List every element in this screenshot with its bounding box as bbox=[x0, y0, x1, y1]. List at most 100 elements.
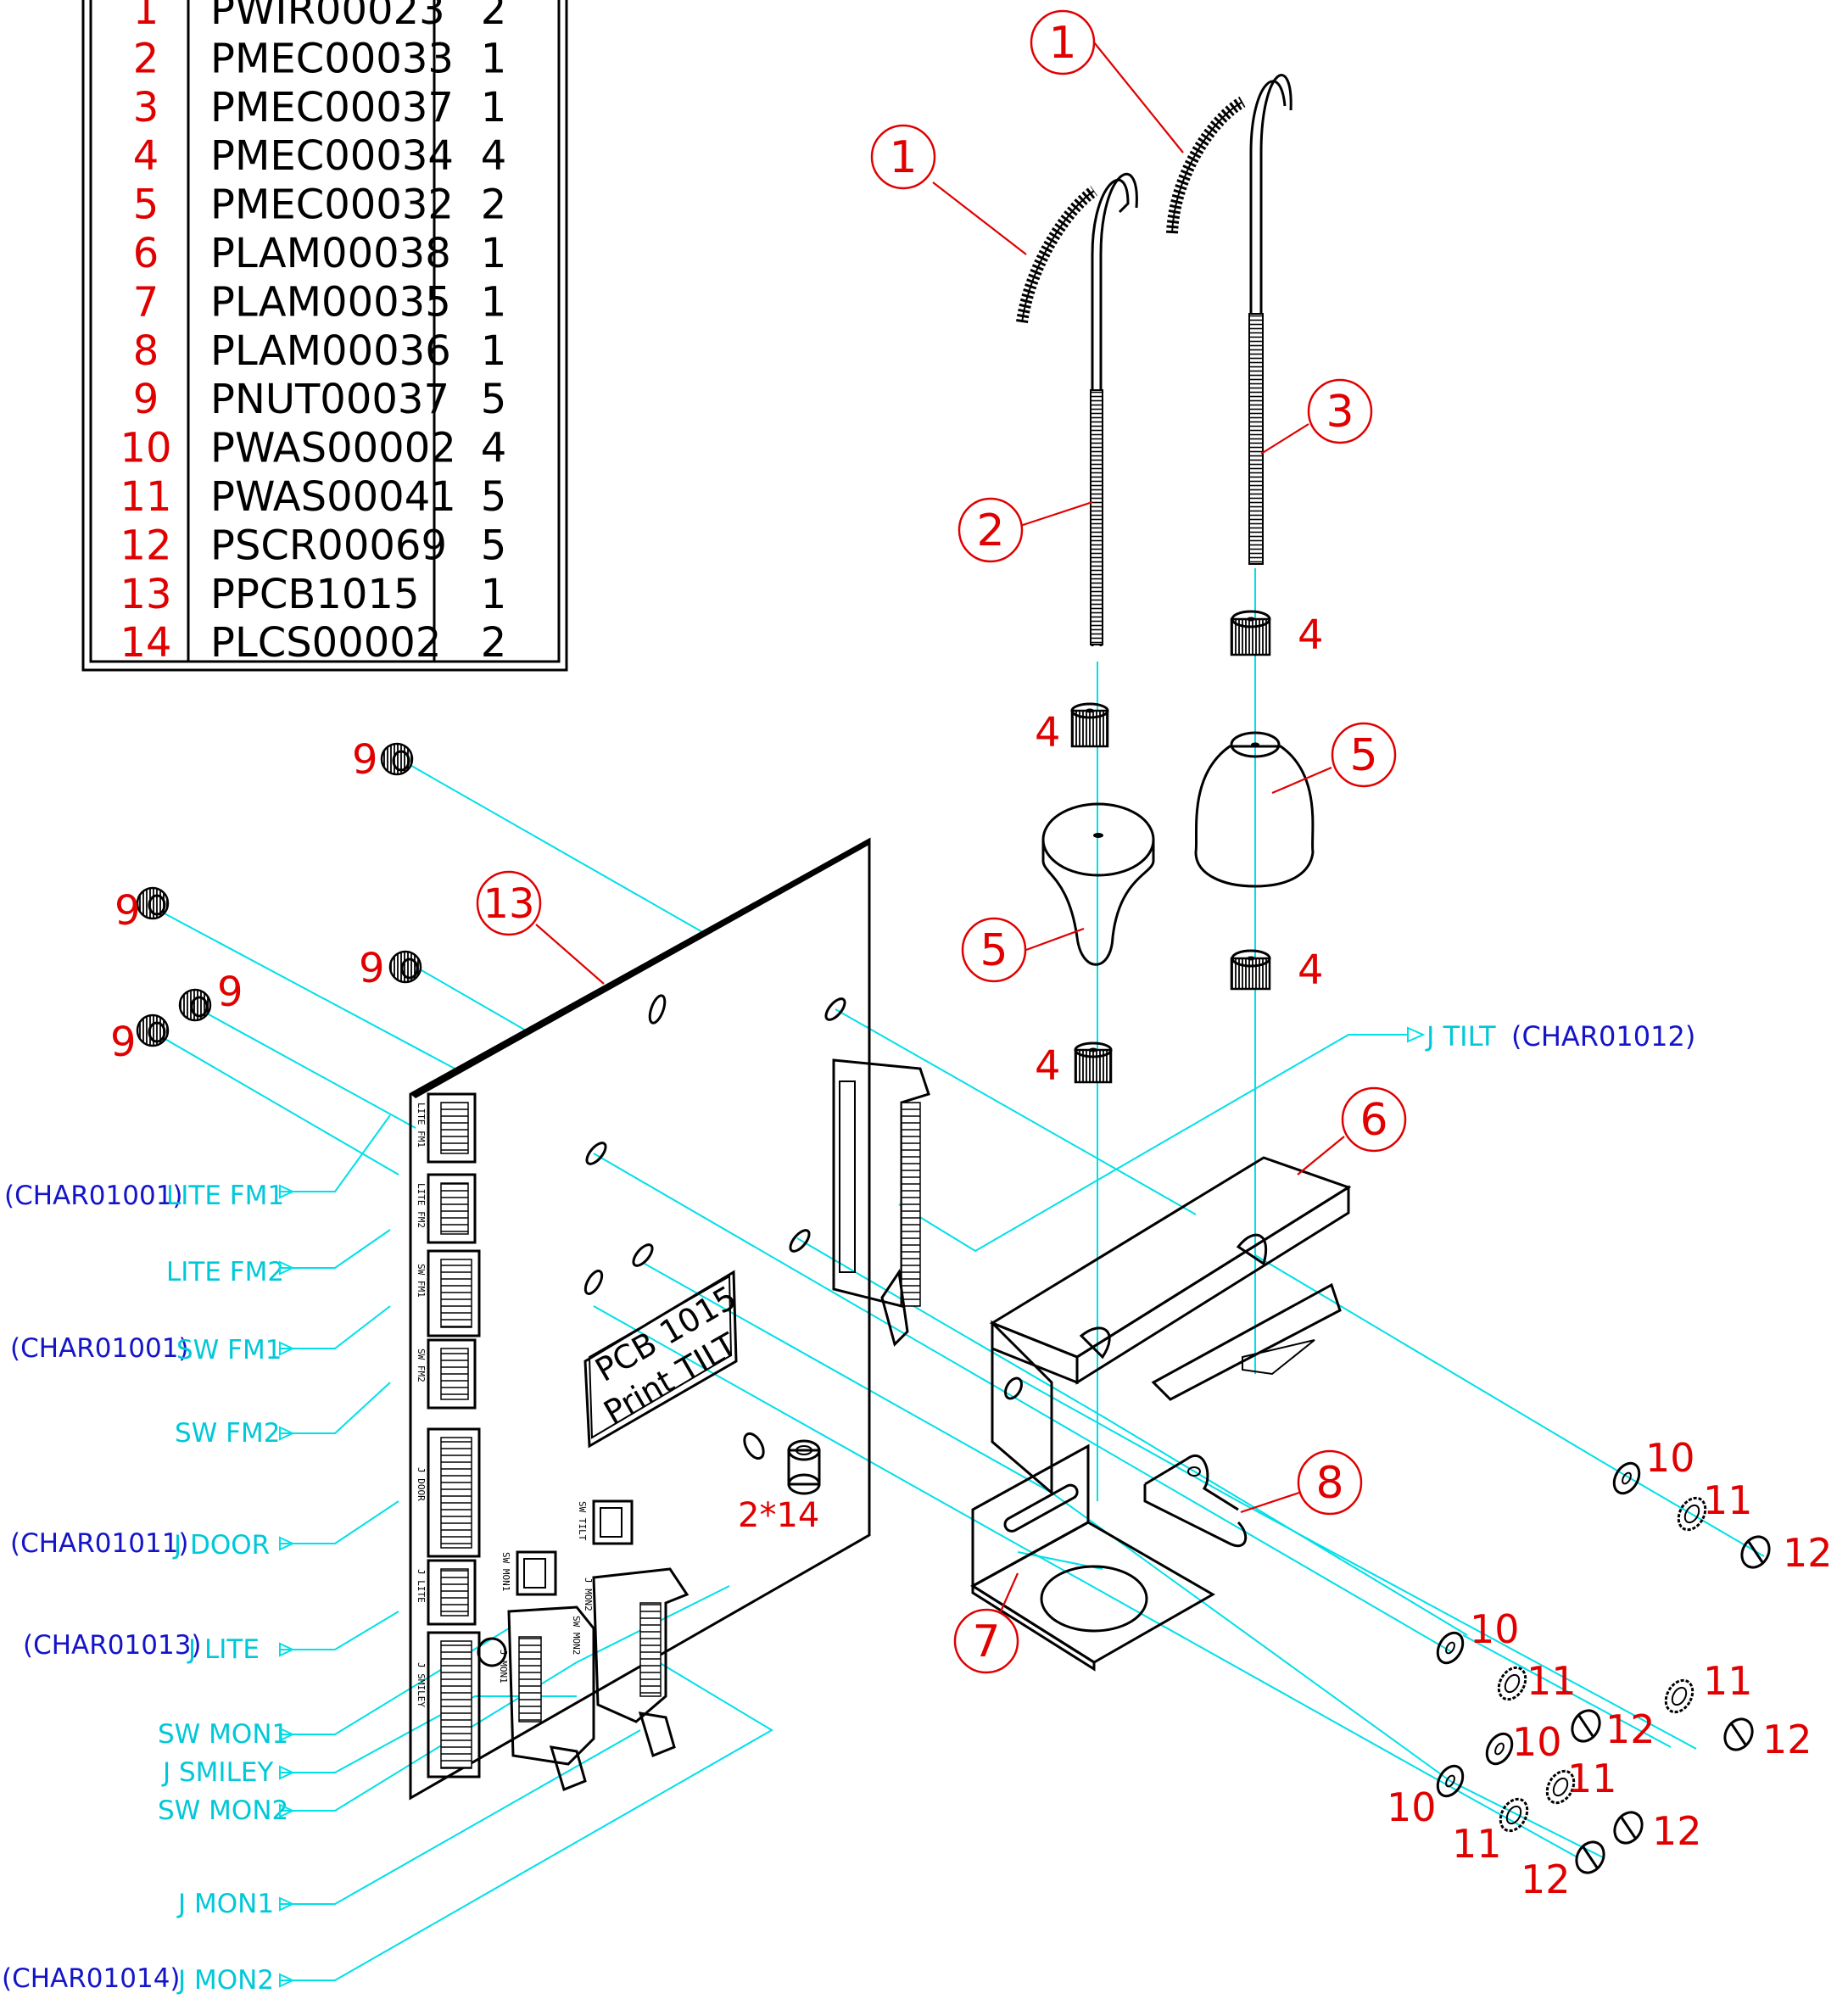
knurled-nut-4b bbox=[1230, 610, 1271, 656]
bom-item-number: 6 bbox=[133, 230, 159, 277]
bom-item-number: 3 bbox=[133, 84, 159, 131]
label-9a: 9 bbox=[352, 736, 378, 784]
nut-9c bbox=[388, 950, 422, 984]
label-11d: 11 bbox=[1567, 1756, 1617, 1801]
bom-part-number: PLAM00035 bbox=[210, 278, 451, 326]
nut-9d bbox=[178, 988, 212, 1022]
label-10c: 10 bbox=[1512, 1719, 1562, 1765]
bom-item-number: 8 bbox=[133, 327, 159, 375]
bom-item-number: 12 bbox=[120, 522, 171, 569]
bom-quantity: 1 bbox=[481, 571, 507, 618]
knurled-nut-4a bbox=[1070, 702, 1109, 748]
pcb-board: PCB 1015 Print TILT LITE FM1 LITE FM2 SW… bbox=[409, 837, 930, 1801]
j-mon2-label: J MON2 bbox=[176, 1965, 274, 1996]
bom-quantity: 1 bbox=[481, 327, 507, 375]
label-11b: 11 bbox=[1527, 1658, 1577, 1704]
j-smiley-label: J SMILEY bbox=[161, 1757, 273, 1788]
bubble-5b: 5 bbox=[1349, 730, 1377, 781]
pcb-label: PCB 1015 Print TILT bbox=[583, 1270, 744, 1449]
bubble-13: 13 bbox=[483, 880, 534, 928]
nut-9b bbox=[136, 886, 170, 920]
label-10a: 10 bbox=[1645, 1435, 1695, 1481]
label-2x14: 2*14 bbox=[738, 1496, 819, 1535]
bom-item-number: 9 bbox=[133, 376, 159, 423]
label-12a: 12 bbox=[1783, 1530, 1833, 1576]
j-mon2-ref: (CHAR01014) bbox=[2, 1963, 181, 1994]
cone-knob-5a bbox=[1041, 802, 1155, 966]
label-4d: 4 bbox=[1035, 1042, 1061, 1090]
bom-quantity: 4 bbox=[481, 132, 507, 180]
silk-j-mon1: J MON1 bbox=[498, 1650, 509, 1684]
bubble-3: 3 bbox=[1326, 387, 1354, 438]
bom-row: 7 PLAM00035 1 bbox=[133, 278, 507, 326]
switch-connectors: SW TILT SW MON1 J MON1 J MON2 SW MON2 bbox=[498, 1499, 690, 1792]
silk-sw-fm1: SW FM1 bbox=[416, 1264, 427, 1298]
washer-10d bbox=[1436, 1764, 1465, 1798]
bom-item-number: 14 bbox=[120, 619, 171, 667]
washer-11a bbox=[1677, 1496, 1707, 1532]
silk-j-door: J DOOR bbox=[416, 1467, 427, 1501]
bom-item-number: 7 bbox=[133, 278, 159, 326]
bom-quantity: 1 bbox=[481, 84, 507, 131]
bom-item-number: 1 bbox=[133, 0, 159, 34]
bom-part-number: PPCB1015 bbox=[210, 571, 420, 618]
sw-fm2-label: SW FM2 bbox=[175, 1418, 280, 1449]
bubble-8: 8 bbox=[1315, 1458, 1343, 1509]
label-9e: 9 bbox=[110, 1019, 137, 1066]
bom-quantity: 5 bbox=[481, 473, 507, 521]
label-4b: 4 bbox=[1298, 611, 1324, 659]
bubble-5a: 5 bbox=[980, 925, 1008, 976]
knurled-nut-4d bbox=[1074, 1041, 1113, 1084]
label-9d: 9 bbox=[217, 969, 243, 1016]
bubble-2: 2 bbox=[976, 505, 1004, 556]
j-tilt-connector bbox=[832, 1058, 930, 1347]
bom-row: 1 PWIR00023 2 bbox=[133, 0, 507, 34]
bom-quantity: 5 bbox=[481, 376, 507, 423]
j-lite-ref: (CHAR01013) bbox=[23, 1630, 202, 1661]
bom-part-number: PMEC00032 bbox=[210, 181, 454, 229]
sw-fm1-ref: (CHAR01001) bbox=[10, 1333, 189, 1364]
bracket-6 bbox=[989, 1156, 1352, 1496]
label-12c: 12 bbox=[1762, 1717, 1812, 1762]
bom-part-number: PWAS00002 bbox=[210, 425, 456, 472]
bom-part-number: PNUT00037 bbox=[210, 376, 449, 423]
washer-10c bbox=[1485, 1732, 1514, 1766]
screw-12b bbox=[1571, 1709, 1601, 1743]
silk-j-lite: J LITE bbox=[416, 1569, 427, 1603]
screw-12d bbox=[1613, 1811, 1644, 1845]
bom-part-number: PWAS00041 bbox=[210, 473, 456, 521]
bom-quantity: 1 bbox=[481, 278, 507, 326]
bom-quantity: 2 bbox=[481, 0, 507, 34]
label-4c: 4 bbox=[1298, 946, 1324, 994]
label-12d: 12 bbox=[1652, 1808, 1702, 1854]
nut-9-group bbox=[136, 742, 422, 1047]
washer-11b bbox=[1497, 1666, 1527, 1701]
bracket-7 bbox=[970, 1443, 1216, 1672]
silk-sw-tilt: SW TILT bbox=[577, 1501, 588, 1541]
silk-sw-fm2: SW FM2 bbox=[416, 1348, 427, 1382]
screw-12c bbox=[1723, 1717, 1754, 1751]
washer-11c bbox=[1664, 1678, 1694, 1714]
silk-j-mon2: J MON2 bbox=[583, 1577, 594, 1611]
label-10b: 10 bbox=[1470, 1606, 1520, 1652]
washer-10a bbox=[1612, 1461, 1641, 1495]
silk-sw-mon2: SW MON2 bbox=[571, 1616, 582, 1655]
j-lite-label: J LITE bbox=[187, 1634, 260, 1665]
bom-part-number: PWIR00023 bbox=[210, 0, 445, 34]
leader-lines bbox=[157, 568, 1765, 1981]
bom-part-number: PMEC00034 bbox=[210, 132, 454, 180]
label-4a: 4 bbox=[1035, 709, 1061, 757]
bom-quantity: 1 bbox=[481, 230, 507, 277]
nut-9a bbox=[380, 742, 414, 776]
j-tilt-ref: (CHAR01012) bbox=[1511, 1020, 1695, 1053]
